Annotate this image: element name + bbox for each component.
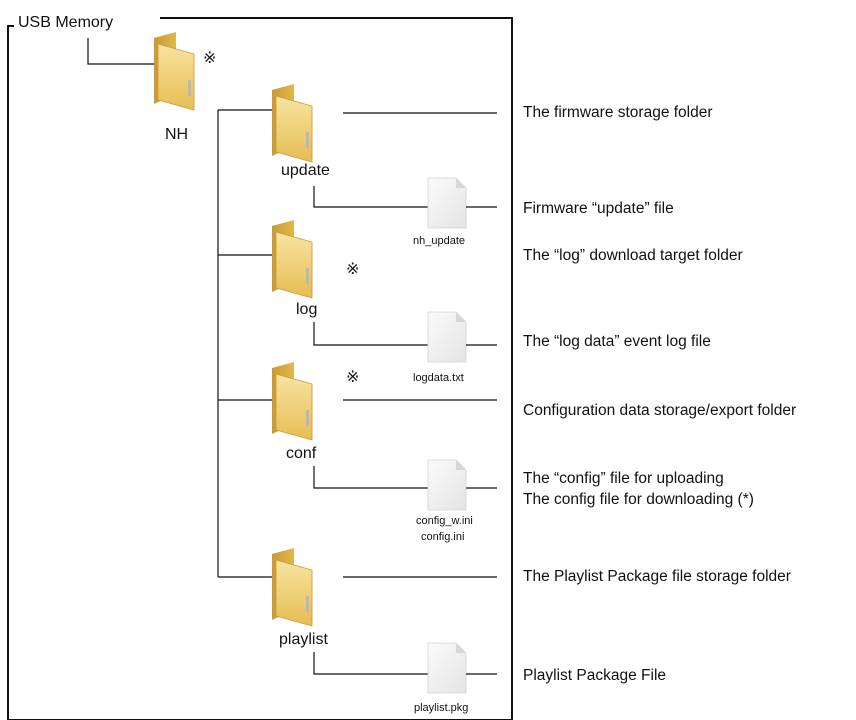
nh-marker: ※ [203,50,216,67]
logdata-file-label: logdata.txt [413,372,464,384]
update-folder-description: The firmware storage folder [523,104,713,121]
conf-folder-icon [272,362,313,441]
config-file-description: The config file for downloading (*) [523,491,754,508]
root-connector [87,38,155,65]
playlist-pkg-file-icon [427,642,467,694]
nh-update-file-description: Firmware “update” file [523,200,674,217]
log-file-connector [313,322,428,346]
conf-file-connector [313,466,428,489]
log-folder-icon [272,220,313,299]
conf-folder-description: Configuration data storage/export folder [523,402,796,419]
playlist-pkg-file-label: playlist.pkg [414,702,468,714]
nh-update-file-icon [427,177,467,229]
nh-folder-icon [154,32,195,111]
playlist-folder-description: The Playlist Package file storage folder [523,568,791,585]
log-folder-label: log [296,301,317,318]
nh-update-file-label: nh_update [413,235,465,247]
update-file-connector [313,186,428,208]
logdata-file-icon [427,311,467,363]
playlist-pkg-file-description: Playlist Package File [523,667,666,684]
update-folder-label: update [281,162,330,179]
config-w-file-label: config_w.ini [416,515,473,527]
log-folder-description: The “log” download target folder [523,247,743,264]
conf-marker: ※ [346,369,359,386]
config-w-file-description: The “config” file for uploading [523,470,724,487]
log-marker: ※ [346,261,359,278]
usb-memory-title: USB Memory [18,14,113,31]
conf-folder-label: conf [286,445,317,462]
config-file-label: config.ini [421,531,464,543]
config-file-icon [427,459,467,511]
playlist-folder-label: playlist [279,631,328,648]
playlist-file-connector [313,652,428,675]
logdata-file-description: The “log data” event log file [523,333,711,350]
update-folder-icon [272,84,313,163]
nh-folder-label: NH [165,126,188,143]
usb-memory-frame [7,17,513,720]
playlist-folder-icon [272,548,313,627]
